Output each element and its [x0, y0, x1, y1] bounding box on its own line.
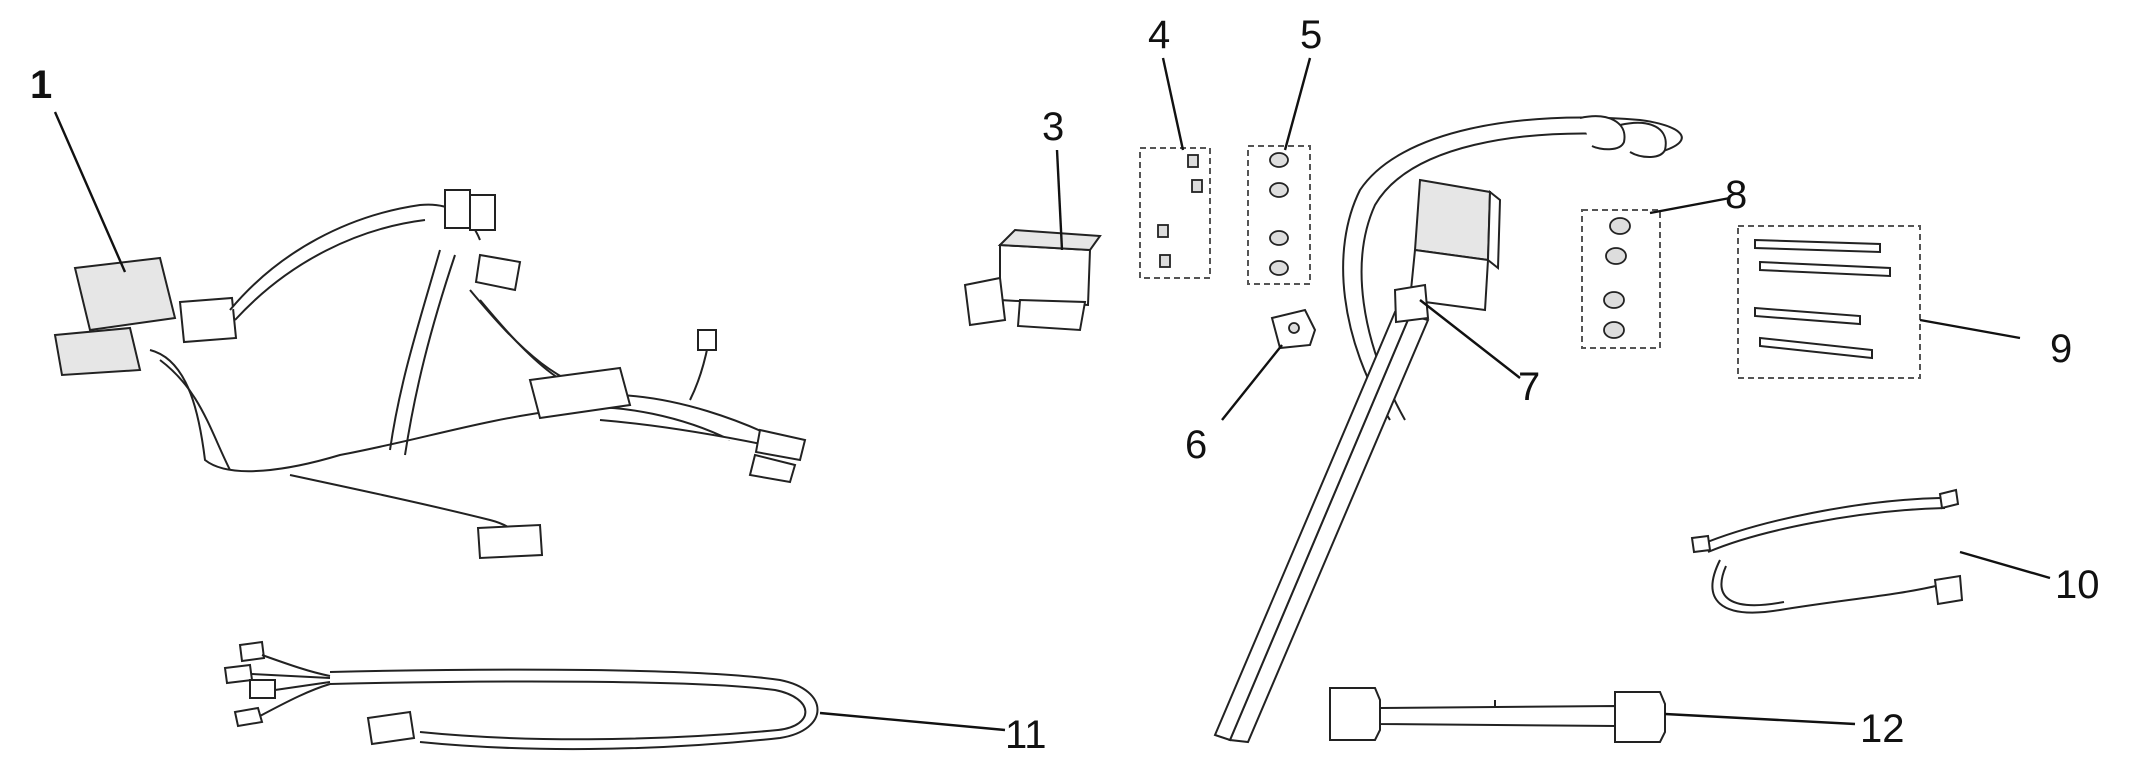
part-6-small-bracket [1270, 308, 1317, 350]
part-11-wire-lead [223, 640, 819, 751]
leader-4 [1161, 57, 1185, 151]
callout-6: 6 [1185, 423, 1207, 467]
callout-1: 1 [30, 63, 52, 107]
part-3-bracket [963, 228, 1102, 332]
leader-7 [1419, 299, 1521, 379]
leader-10 [1959, 550, 2051, 580]
part-10-jumper-wire [1690, 488, 1964, 614]
leader-6 [1221, 344, 1283, 421]
callout-10: 10 [2055, 563, 2100, 607]
callout-12: 12 [1860, 707, 1905, 751]
callout-9: 9 [2050, 327, 2072, 371]
leader-3 [1055, 149, 1064, 251]
leader-11 [819, 711, 1006, 732]
part-12-connector-cable [1329, 687, 1666, 743]
callout-11: 11 [1005, 713, 1047, 757]
callout-7: 7 [1518, 365, 1540, 409]
part-5-washer-set [1247, 145, 1311, 285]
part-1-main-harness [53, 189, 807, 560]
part-8-nut-set [1581, 209, 1661, 349]
part-7-tube-assembly [1213, 115, 1683, 744]
callout-8: 8 [1725, 173, 1747, 217]
part-4-clip-set [1139, 147, 1211, 279]
leader-lines [53, 57, 2051, 732]
leader-1 [53, 111, 127, 273]
callout-5: 5 [1300, 13, 1322, 57]
callout-labels: 1 3 4 5 6 7 8 9 10 11 12 [30, 13, 2100, 757]
part-9-bolt-set [1737, 225, 1921, 379]
leader-9 [1919, 318, 2021, 340]
callout-3: 3 [1042, 105, 1064, 149]
leader-12 [1664, 712, 1856, 726]
callout-4: 4 [1148, 13, 1170, 57]
leader-5 [1283, 57, 1312, 151]
leader-8 [1649, 196, 1731, 215]
